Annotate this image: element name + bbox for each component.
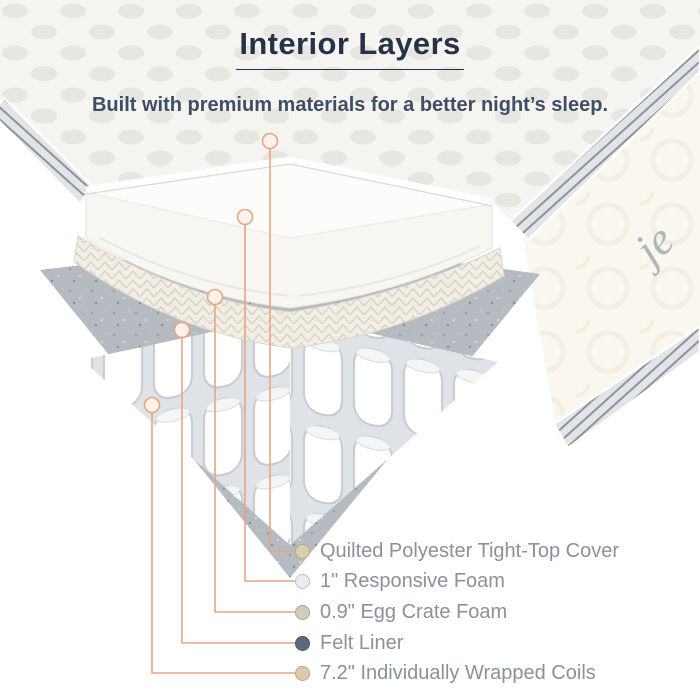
callout-marker-wrapped-coils [143,396,161,414]
callout-marker-responsive-foam [236,208,254,226]
responsive-foam-layer [85,161,493,309]
callout-line-responsive-foam [244,224,296,582]
legend-item-responsive-foam: 1" Responsive Foam [295,570,505,592]
legend-dot-egg-crate-foam [295,604,310,620]
legend-label-wrapped-coils: 7.2" Individually Wrapped Coils [320,662,596,684]
mattress-illustration: je [0,0,700,578]
side-bottom-piping [552,324,700,450]
wrapped-coils-layer [82,315,498,545]
callout-line-egg-crate-foam [214,304,296,613]
legend-label-responsive-foam: 1" Responsive Foam [320,570,505,592]
quilted-top-cover [0,0,700,222]
legend-item-wrapped-coils: 7.2" Individually Wrapped Coils [295,662,596,684]
legend-dot-felt-liner [295,635,310,651]
legend-dot-quilted-cover [295,543,310,559]
legend-label-felt-liner: Felt Liner [320,632,404,654]
legend-item-quilted-cover: Quilted Polyester Tight-Top Cover [295,540,619,562]
legend-dot-responsive-foam [295,573,310,589]
left-edge-piping [0,96,94,206]
callout-line-wrapped-coils [151,412,296,674]
callout-marker-quilted-cover [261,132,279,150]
legend-label-quilted-cover: Quilted Polyester Tight-Top Cover [320,540,620,562]
page-title: Interior Layers [236,26,464,70]
legend-label-egg-crate-foam: 0.9" Egg Crate Foam [320,601,508,623]
header: Interior Layers Built with premium mater… [0,26,700,117]
legend-item-felt-liner: Felt Liner [295,632,403,654]
callout-marker-felt-liner [173,321,191,339]
cover-binding-tape [85,156,493,207]
legend-item-egg-crate-foam: 0.9" Egg Crate Foam [295,601,507,623]
subtitle: Built with premium materials for a bette… [91,94,609,116]
callout-line-quilted-cover [269,148,296,552]
mattress-side-panel: je [522,58,700,450]
callout-annotations [143,132,296,674]
legend-dot-wrapped-coils [295,665,310,681]
callout-marker-egg-crate-foam [206,288,224,306]
callout-line-felt-liner [181,337,296,644]
right-edge-piping [508,44,700,242]
egg-crate-foam-layer [73,235,505,349]
